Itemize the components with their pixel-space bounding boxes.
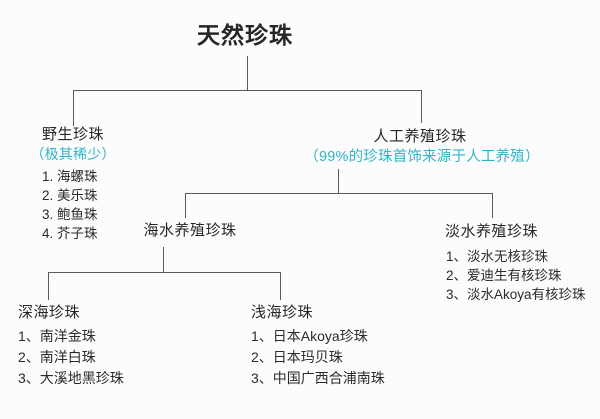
connector-wild-drop [73, 90, 74, 126]
list-item: 3、中国广西合浦南珠 [251, 370, 385, 386]
connector-seawater-drop [185, 193, 186, 218]
wild-pearl-label: 野生珍珠 [41, 126, 104, 143]
connector-level2-bar [185, 193, 493, 194]
connector-seawater-stem [163, 247, 164, 272]
list-item: 4. 芥子珠 [42, 226, 98, 241]
connector-deepsea-drop [48, 272, 49, 300]
list-item: 1. 海螺珠 [42, 169, 98, 184]
connector-freshwater-drop [492, 193, 493, 218]
list-item: 1、淡水无核珍珠 [446, 249, 549, 264]
connector-root-stem [247, 56, 248, 90]
list-item: 1、日本Akoya珍珠 [251, 328, 368, 344]
connector-level1-bar [73, 90, 422, 91]
connector-level3-bar [48, 272, 281, 273]
list-item: 3、淡水Akoya有核珍珠 [446, 287, 586, 302]
cultured-pearl-label: 人工养殖珍珠 [373, 128, 467, 145]
freshwater-pearl-label: 淡水养殖珍珠 [445, 223, 539, 240]
connector-cultured-drop [421, 90, 422, 123]
deepsea-pearl-list: 1、南洋金珠 2、南洋白珠 3、大溪地黑珍珠 [18, 326, 124, 389]
deepsea-pearl-label: 深海珍珠 [18, 304, 81, 321]
list-item: 2、日本玛贝珠 [251, 349, 343, 365]
wild-pearl-list: 1. 海螺珠 2. 美乐珠 3. 鲍鱼珠 4. 芥子珠 [42, 167, 98, 243]
shallowsea-pearl-label: 浅海珍珠 [251, 304, 314, 321]
list-item: 3. 鲍鱼珠 [42, 207, 98, 222]
list-item: 2、爱迪生有核珍珠 [446, 268, 562, 283]
list-item: 3、大溪地黑珍珠 [18, 370, 124, 386]
list-item: 2. 美乐珠 [42, 188, 98, 203]
shallowsea-pearl-list: 1、日本Akoya珍珠 2、日本玛贝珠 3、中国广西合浦南珠 [251, 326, 385, 389]
list-item: 2、南洋白珠 [18, 349, 96, 365]
connector-shallowsea-drop [280, 272, 281, 300]
wild-pearl-note: （极其稀少） [30, 146, 116, 162]
list-item: 1、南洋金珠 [18, 328, 96, 344]
seawater-pearl-label: 海水养殖珍珠 [143, 222, 237, 239]
cultured-pearl-note: （99%的珍珠首饰来源于人工养殖） [304, 149, 540, 165]
connector-cultured-stem [338, 169, 339, 193]
freshwater-pearl-list: 1、淡水无核珍珠 2、爱迪生有核珍珠 3、淡水Akoya有核珍珠 [446, 247, 586, 304]
root-node-label: 天然珍珠 [197, 22, 293, 48]
